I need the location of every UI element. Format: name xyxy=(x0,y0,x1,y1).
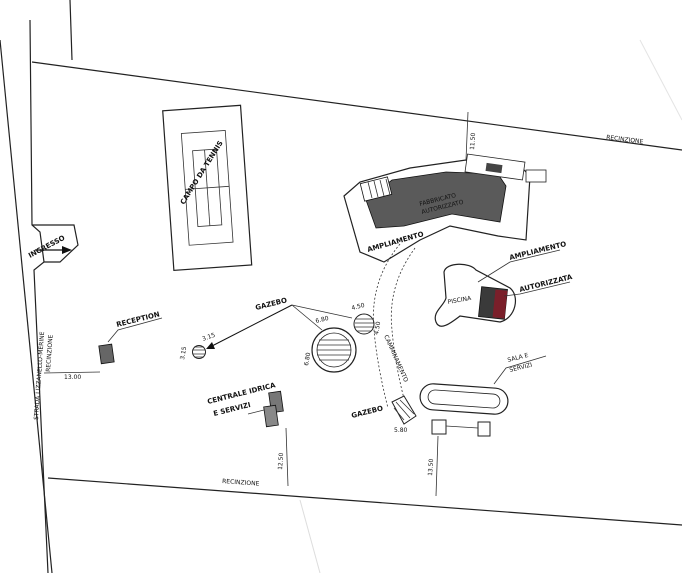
road-edge-right xyxy=(29,19,49,573)
dim-line-13-00 xyxy=(43,371,101,374)
fabbricato-autorizzato xyxy=(365,171,507,229)
camminamento-label: CAMMINAMENTO xyxy=(382,334,409,384)
recinzione-bottom-label: RECINZIONE xyxy=(222,478,260,488)
dim-4-50-a: 4.50 xyxy=(351,302,366,312)
gazebo-leader-left xyxy=(211,304,293,347)
upper-annex-dark xyxy=(485,162,503,174)
piscina-label: PISCINA xyxy=(447,295,472,306)
stair-steps xyxy=(367,178,391,199)
gazebo-medium-hatch xyxy=(355,318,373,332)
gazebo-large-hatch xyxy=(317,339,351,361)
gazebo-leader-right xyxy=(291,304,353,319)
ingresso-label: INGRESSO xyxy=(27,234,66,260)
paper-fold-line xyxy=(639,39,682,121)
gazebo-bottom-hatch xyxy=(393,399,415,421)
centrale-label-2: E SERVIZI xyxy=(213,401,252,418)
gazebo-bottom-label: GAZEBO xyxy=(351,404,384,420)
dim-line-12-50 xyxy=(285,427,289,487)
recinzione-top-label: RECINZIONE xyxy=(606,134,644,146)
dim-line-13-50 xyxy=(435,435,439,497)
gazebo-small-left xyxy=(192,345,206,359)
walkway-edge-left xyxy=(372,243,401,409)
dim-13-00: 13.00 xyxy=(64,374,81,381)
sala-leader xyxy=(493,355,547,385)
road-entrance-edge xyxy=(32,224,79,263)
reception-label: RECEPTION xyxy=(116,310,161,329)
tennis-court xyxy=(162,104,253,272)
dim-5-80: 5.80 xyxy=(394,427,408,434)
dim-12-50: 12.50 xyxy=(277,452,285,470)
dim-3-15-a: 3.15 xyxy=(201,332,216,343)
dim-4-50-b: 4.50 xyxy=(373,321,382,336)
reception-leader xyxy=(107,317,163,343)
ampliamento-leader-2 xyxy=(503,281,571,297)
dim-13-50: 13.50 xyxy=(427,458,435,476)
pool xyxy=(434,263,517,327)
gazebo-bottom xyxy=(391,395,417,425)
dim-6-80-a: 6.80 xyxy=(315,315,330,325)
gazebo-small-left-hatch xyxy=(193,346,205,358)
dim-11-50: 11.50 xyxy=(469,132,477,150)
centrale-leader xyxy=(247,409,265,415)
centrale-idrica-annex xyxy=(263,404,279,428)
dim-6-80-b: 6.80 xyxy=(303,352,312,367)
dim-line-11-50 xyxy=(465,111,469,161)
gazebo-leader-arrowhead xyxy=(206,342,215,349)
dim-3-15-b: 3.15 xyxy=(179,346,188,361)
reception-building xyxy=(98,343,115,365)
property-fence-top xyxy=(31,61,682,151)
upper-annex-right xyxy=(525,169,547,183)
sala-label: SALA E xyxy=(507,352,530,364)
ampliamento-autorizzata-red xyxy=(492,289,508,319)
gazebo-leader-mid xyxy=(291,304,323,331)
main-building xyxy=(343,153,547,263)
recinzione-left-label: RECINZIONE xyxy=(45,334,55,372)
road-label: STRADA LIZZANELLO-MERINE xyxy=(33,331,46,420)
entrance-arrow-head xyxy=(62,246,72,254)
ampliamento-right-label: AMPLIAMENTO xyxy=(509,240,568,262)
walkway-edge-right xyxy=(390,247,416,407)
paper-fold-line xyxy=(299,499,321,573)
top-small-line xyxy=(69,0,73,61)
property-fence-bottom xyxy=(47,477,682,526)
ampliamento-leader-1 xyxy=(477,249,561,283)
sala-servizi xyxy=(419,383,509,437)
